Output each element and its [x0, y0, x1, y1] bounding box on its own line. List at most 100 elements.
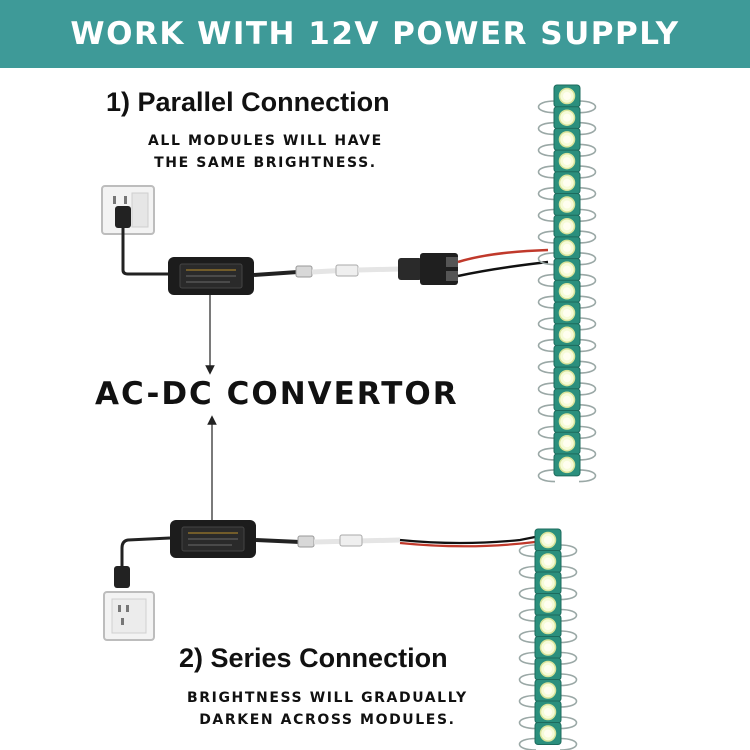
- parallel-desc-line1: ALL MODULES WILL HAVE: [148, 133, 383, 149]
- module-wire-loop: [559, 716, 578, 730]
- module-wire-loop: [578, 447, 597, 461]
- led-module-icon: [553, 257, 581, 282]
- module-wire-loop: [578, 382, 597, 396]
- module-wire-loop: [559, 544, 578, 558]
- led-module-icon: [553, 171, 581, 195]
- series-title: 2) Series Connection: [179, 643, 448, 673]
- led-module-icon: [553, 301, 581, 325]
- module-wire-loop: [518, 587, 537, 601]
- module-wire-loop: [578, 360, 597, 374]
- module-wire-loop: [578, 404, 597, 418]
- module-wire-loop: [559, 587, 578, 601]
- led-module-icon: [534, 657, 562, 681]
- module-wire-loop: [537, 360, 556, 374]
- led-module-icon: [534, 700, 562, 724]
- header-banner: WORK WITH 12V POWER SUPPLY: [0, 0, 750, 68]
- led-module-icon: [553, 149, 581, 173]
- module-wire-loop: [578, 425, 597, 439]
- led-module-icon: [553, 84, 581, 108]
- module-wire-loop: [537, 295, 556, 309]
- module-wire-loop: [518, 716, 537, 730]
- led-module-icon: [534, 635, 562, 660]
- led-module-icon: [534, 614, 562, 638]
- module-wire-loop: [537, 252, 556, 266]
- module-wire-loop: [518, 544, 537, 558]
- led-module-icon: [553, 409, 581, 434]
- led-module-icon: [553, 127, 581, 152]
- led-module-icon: [553, 388, 581, 412]
- module-wire-loop: [578, 317, 597, 331]
- module-wire-loop: [537, 143, 556, 157]
- module-wire-loop: [537, 338, 556, 353]
- module-wire-loop: [578, 230, 597, 244]
- module-wire-loop: [559, 651, 578, 665]
- converter-label: AC-DC CONVERTOR: [95, 376, 459, 412]
- series-desc-line2: DARKEN ACROSS MODULES.: [199, 712, 456, 728]
- led-module-icon: [553, 431, 581, 455]
- module-wire-loop: [578, 208, 597, 222]
- module-wire-loop: [537, 469, 556, 483]
- led-module-icon: [553, 322, 581, 347]
- module-wire-loop: [537, 187, 556, 201]
- module-wire-loop: [518, 565, 537, 579]
- page-title: WORK WITH 12V POWER SUPPLY: [70, 16, 680, 52]
- led-module-chain-parallel: [537, 84, 597, 483]
- led-module-icon: [553, 279, 581, 304]
- led-module-icon: [534, 528, 562, 552]
- module-wire-loop: [578, 165, 597, 179]
- plug-icon: [114, 566, 130, 588]
- module-wire-loop: [578, 187, 597, 201]
- led-module-icon: [553, 453, 581, 477]
- led-module-icon: [553, 366, 581, 390]
- led-module-icon: [534, 571, 562, 595]
- led-module-icon: [553, 214, 581, 238]
- module-wire-loop: [559, 673, 578, 687]
- module-wire-loop: [518, 630, 537, 644]
- plug-icon: [115, 206, 168, 276]
- module-wire-loop: [537, 100, 556, 114]
- parallel-description: ALL MODULES WILL HAVE THE SAME BRIGHTNES…: [148, 130, 383, 174]
- led-module-icon: [553, 192, 581, 217]
- module-wire-loop: [537, 208, 556, 222]
- series-desc-line1: BRIGHTNESS WILL GRADUALLY: [187, 690, 468, 706]
- module-wire-loop: [518, 673, 537, 687]
- dc-connector-icon: [398, 253, 458, 285]
- power-adapter-icon: [168, 257, 254, 295]
- module-wire-loop: [537, 447, 556, 461]
- module-wire-loop: [537, 121, 556, 136]
- led-module-chain-series: [518, 528, 578, 750]
- module-wire-loop: [559, 565, 578, 579]
- module-wire-loop: [559, 737, 578, 750]
- module-wire-loop: [518, 694, 537, 708]
- module-wire-loop: [537, 165, 556, 179]
- module-wire-loop: [518, 608, 537, 622]
- module-wire-loop: [559, 608, 578, 622]
- module-wire-loop: [578, 143, 597, 157]
- power-adapter-icon: [170, 520, 256, 558]
- led-module-icon: [553, 344, 581, 369]
- module-wire-loop: [578, 338, 597, 353]
- module-wire-loop: [537, 273, 556, 288]
- module-wire-loop: [537, 230, 556, 244]
- module-wire-loop: [518, 651, 537, 665]
- led-module-icon: [534, 721, 562, 746]
- module-wire-loop: [578, 100, 597, 114]
- led-module-icon: [534, 592, 562, 617]
- parallel-desc-line2: THE SAME BRIGHTNESS.: [154, 155, 377, 171]
- led-module-icon: [553, 236, 581, 260]
- wall-outlet-icon: [103, 591, 155, 641]
- led-module-icon: [553, 105, 581, 130]
- module-wire-loop: [518, 737, 537, 750]
- led-module-icon: [534, 549, 562, 574]
- module-wire-loop: [537, 404, 556, 418]
- module-wire-loop: [578, 295, 597, 309]
- parallel-title: 1) Parallel Connection: [106, 87, 390, 117]
- module-wire-loop: [559, 694, 578, 708]
- module-wire-loop: [559, 630, 578, 644]
- module-wire-loop: [537, 382, 556, 396]
- module-wire-loop: [578, 469, 597, 483]
- module-wire-loop: [537, 425, 556, 439]
- module-wire-loop: [578, 252, 597, 266]
- module-wire-loop: [578, 121, 597, 136]
